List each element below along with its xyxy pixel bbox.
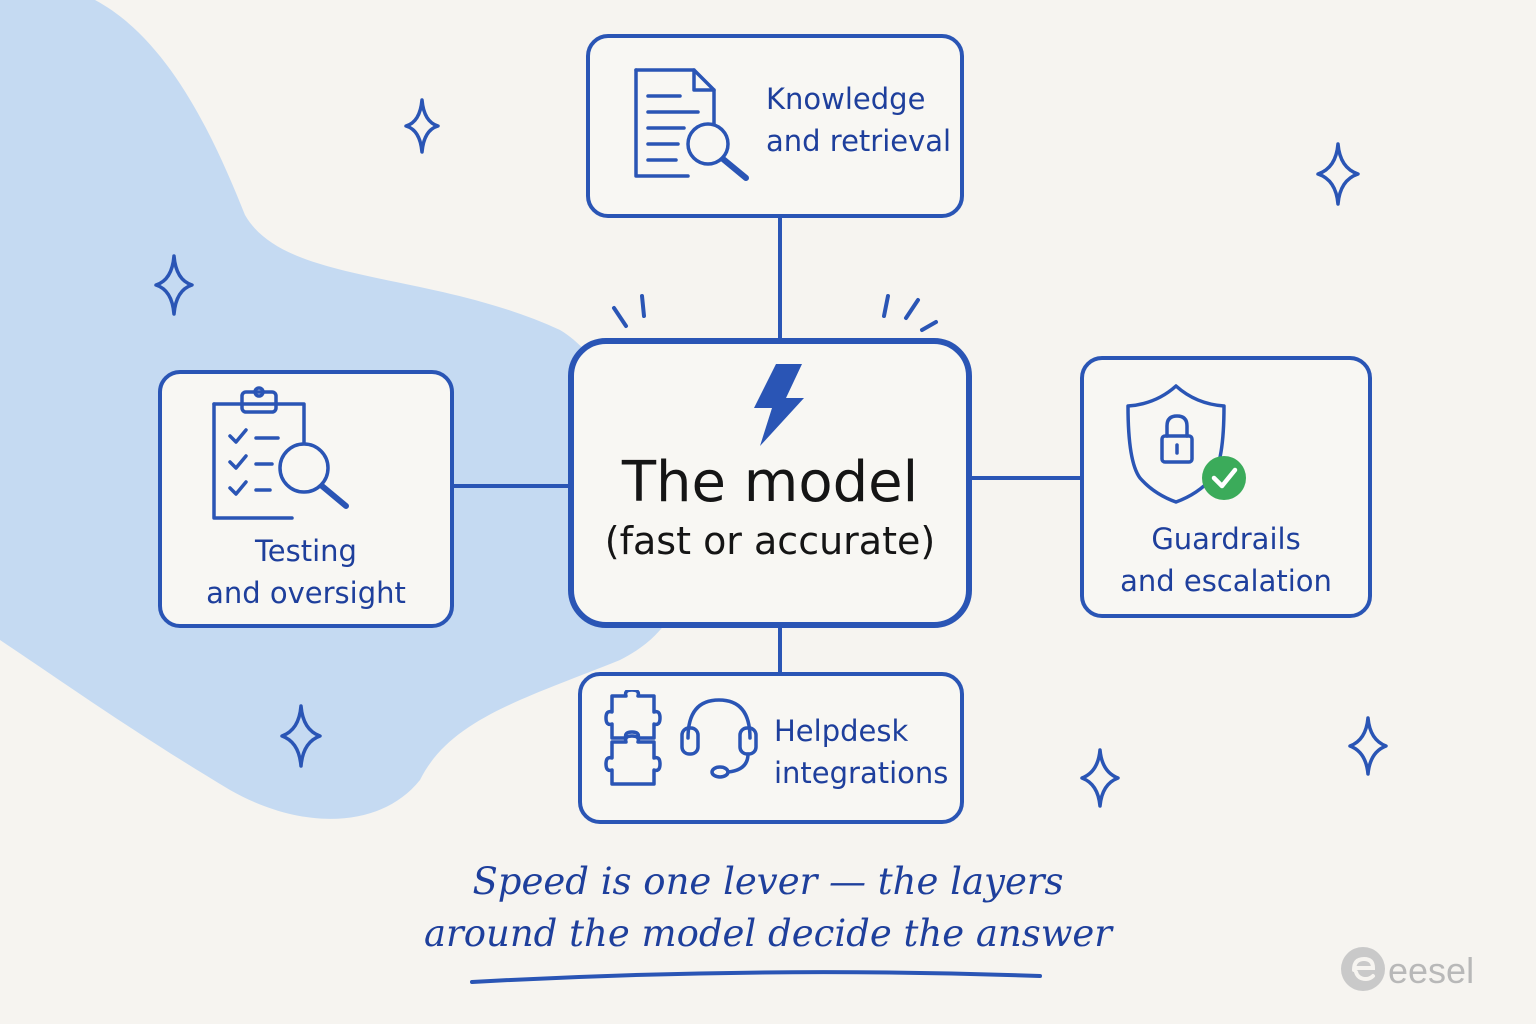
document-search-icon bbox=[634, 68, 749, 181]
model-subtitle: (fast or accurate) bbox=[604, 519, 936, 563]
caption-underline bbox=[470, 970, 1042, 984]
emphasis-ticks-left bbox=[612, 294, 646, 328]
sparkle-icon bbox=[404, 98, 440, 154]
node-guardrails-line1: Guardrails bbox=[1151, 522, 1301, 556]
shield-lock-check-icon bbox=[1126, 384, 1246, 504]
clipboard-checklist-search-icon bbox=[212, 386, 349, 520]
node-helpdesk-line1: Helpdesk bbox=[774, 714, 909, 748]
sparkle-icon bbox=[1080, 748, 1120, 808]
lock-icon bbox=[1160, 434, 1194, 464]
check-icon bbox=[1202, 456, 1246, 500]
shield-icon bbox=[1126, 384, 1226, 504]
sparkle-icon bbox=[154, 254, 194, 316]
brand-name: eesel bbox=[1388, 950, 1475, 991]
caption-line2: around the model decide the answer bbox=[424, 912, 1112, 955]
caption-line1: Speed is one lever — the layers bbox=[472, 860, 1064, 903]
node-testing-oversight bbox=[158, 370, 454, 628]
headset-icon bbox=[680, 698, 758, 779]
sparkle-icon bbox=[1316, 142, 1360, 206]
lightning-bolt-icon bbox=[754, 364, 804, 446]
sparkle-icon bbox=[1348, 716, 1388, 776]
puzzle-icon bbox=[604, 690, 662, 786]
node-knowledge-line2: and retrieval bbox=[766, 124, 952, 158]
node-guardrails-line2: and escalation bbox=[1120, 564, 1332, 598]
node-the-model bbox=[568, 338, 972, 628]
node-helpdesk-line2: integrations bbox=[774, 756, 949, 790]
node-testing-line2: and oversight bbox=[206, 576, 406, 610]
node-knowledge-retrieval bbox=[586, 34, 964, 218]
emphasis-ticks-right bbox=[882, 294, 938, 332]
sparkle-icon bbox=[280, 704, 322, 768]
node-knowledge-line1: Knowledge bbox=[766, 82, 926, 116]
node-testing-line1: Testing bbox=[255, 534, 357, 568]
model-title: The model bbox=[621, 450, 919, 515]
eesel-logo-icon bbox=[1341, 947, 1385, 991]
